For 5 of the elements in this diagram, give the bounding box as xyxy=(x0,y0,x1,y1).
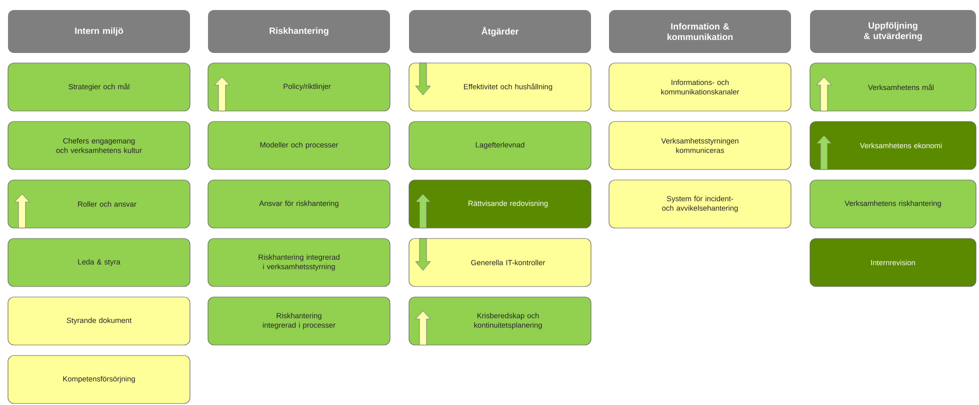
column-header: Åtgärder xyxy=(409,10,591,53)
column-header: Riskhantering xyxy=(208,10,390,53)
column-header: Uppföljning & utvärdering xyxy=(810,10,976,53)
column-header: Information & kommunikation xyxy=(609,10,791,53)
column-header: Intern miljö xyxy=(8,10,190,53)
